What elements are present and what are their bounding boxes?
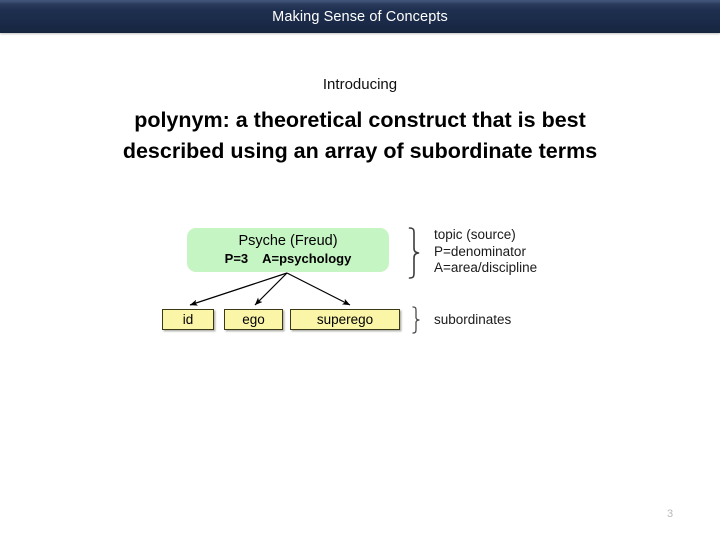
title-banner: Making Sense of Concepts <box>0 0 720 33</box>
topic-annotation-line-1: topic (source) <box>434 227 516 242</box>
topic-annotation: topic (source) P=denominator A=area/disc… <box>434 227 537 277</box>
page-number: 3 <box>666 508 674 520</box>
subordinate-box-ego[interactable]: ego <box>224 309 283 330</box>
subordinate-box-id[interactable]: id <box>162 309 214 330</box>
topic-box-title: Psyche (Freud) <box>238 233 338 249</box>
subordinate-box-superego[interactable]: superego <box>290 309 400 330</box>
banner-title: Making Sense of Concepts <box>272 9 448 25</box>
curly-brace-icon-subordinates <box>412 306 420 334</box>
arrow-to-id <box>189 272 288 306</box>
topic-annotation-line-2: P=denominator <box>434 243 526 259</box>
page-title-line-2: described using an array of subordinate … <box>122 139 598 163</box>
topic-box[interactable]: Psyche (Freud) P=3 A=psychology <box>187 228 389 272</box>
topic-box-meta: P=3 A=psychology <box>224 251 352 266</box>
subordinates-annotation: subordinates <box>434 312 512 327</box>
topic-annotation-line-3: A=area/discipline <box>434 260 538 275</box>
arrow-to-superego <box>286 272 351 306</box>
page-title-line-1: polynym: a theoretical construct that is… <box>134 108 586 132</box>
page-title: polynym: a theoretical construct that is… <box>60 105 660 167</box>
title-banner-inner: Making Sense of Concepts <box>6 3 714 31</box>
arrow-to-ego <box>254 272 288 306</box>
eyebrow-text: Introducing <box>322 76 398 93</box>
curly-brace-icon-topic <box>408 227 420 279</box>
